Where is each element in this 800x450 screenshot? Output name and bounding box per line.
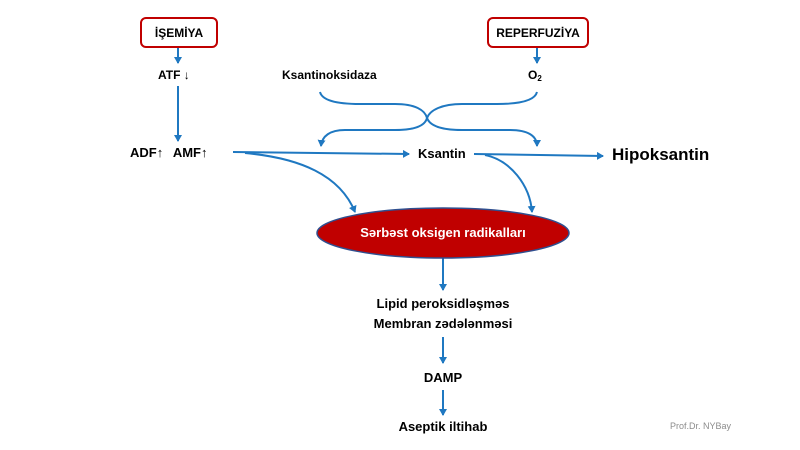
atf-node: ATF ↓ (158, 67, 190, 83)
arrow-split-right (426, 117, 541, 147)
arrow-up-icon: ↑ (156, 145, 164, 160)
arrow-xanthine-to-radicals (484, 154, 536, 213)
membrane-damage-label: Membran zədələnməsi (373, 316, 513, 331)
curve-o2 (426, 91, 538, 119)
arrow-down-icon: ↓ (183, 68, 190, 82)
free-radicals-label: Sərbəst oksigen radikalları (360, 225, 526, 240)
adf-amf-node: ADF↑ AMF↑ (130, 145, 208, 161)
arrow-amf-to-radicals (244, 152, 357, 213)
reperfusion-box: REPERFUZİYA (487, 17, 589, 48)
hypoxanthine-label: Hipoksantin (612, 145, 710, 164)
amf-label: AMF (172, 145, 202, 160)
curve-xanthine-oxidase (319, 91, 428, 119)
ischemia-box: İŞEMİYA (140, 17, 218, 48)
arrow-split-left (317, 117, 428, 147)
o2-label: O (528, 68, 538, 82)
author-credit: Prof.Dr. NYBay (670, 421, 732, 431)
ischemia-label: İŞEMİYA (154, 25, 204, 40)
free-radicals-ellipse (316, 207, 570, 259)
adf-label: ADF (130, 145, 157, 160)
aseptic-inflammation-label: Aseptik iltihab (398, 419, 488, 434)
damp-label: DAMP (423, 370, 463, 385)
arrow-amf-to-xanthine (232, 149, 410, 158)
o2-node: O2 (528, 67, 542, 87)
xanthine-oxidase-label: Ksantinoksidaza (282, 68, 377, 82)
reperfusion-label: REPERFUZİYA (496, 25, 580, 40)
xanthine-label: Ksantin (418, 146, 466, 161)
atf-label: ATF (158, 68, 181, 82)
o2-subscript: 2 (537, 74, 542, 83)
arrow-xanthine-to-hypoxanthine (473, 151, 604, 160)
lipid-peroxidation-label: Lipid peroksidləşməs (376, 296, 510, 311)
arrow-up-icon: ↑ (201, 145, 208, 160)
